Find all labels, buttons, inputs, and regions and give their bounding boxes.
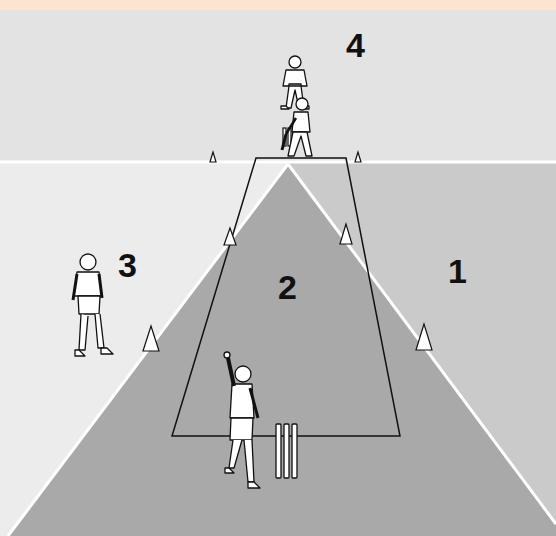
top-band <box>0 0 556 10</box>
zone-four <box>0 10 556 162</box>
callout-number: 3 <box>118 248 137 282</box>
callout-number: 1 <box>448 254 467 288</box>
corridor <box>172 158 400 436</box>
zone-two <box>8 164 556 536</box>
callout-number: 2 <box>278 270 297 304</box>
fielder-figure <box>73 254 113 356</box>
batter-figure <box>282 98 312 156</box>
fielder-figure <box>281 56 309 109</box>
cones <box>143 152 432 351</box>
zone-lines <box>0 162 556 536</box>
callout-number: 4 <box>346 28 365 62</box>
players <box>73 56 312 488</box>
bowler-figure <box>224 352 260 488</box>
bottom-stumps <box>276 424 297 478</box>
